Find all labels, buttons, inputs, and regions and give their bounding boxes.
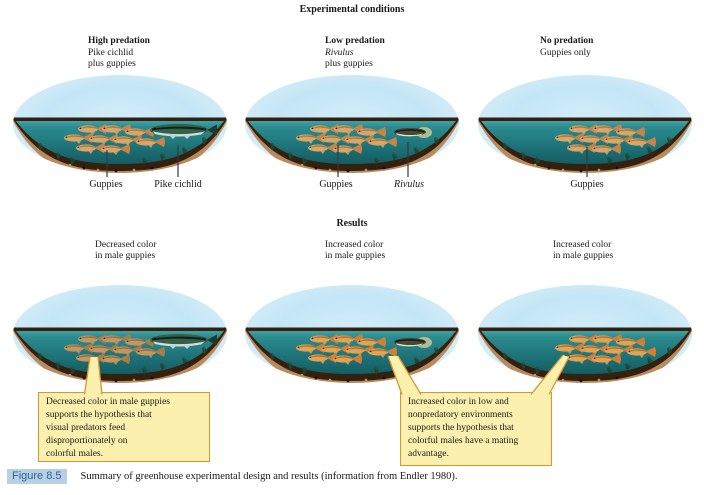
figure-caption-text: Summary of greenhouse experimental desig… <box>80 471 458 482</box>
pond-illustration <box>478 75 692 173</box>
panel-header-line: No predation <box>540 36 594 46</box>
result-caption-line: Increased color <box>325 240 384 250</box>
pond-illustration <box>245 75 459 173</box>
callout-line: nonpredatory environments <box>408 410 513 420</box>
pond-high-predation <box>12 74 228 180</box>
pond-no-predation <box>477 74 693 180</box>
pond-illustration <box>13 75 227 173</box>
result-caption-line: in male guppies <box>325 251 386 261</box>
result-caption-line: in male guppies <box>95 251 156 261</box>
callout-increased-color: Increased color in low and nonpredatory e… <box>400 392 552 466</box>
fish-label-guppies: Guppies <box>89 179 123 190</box>
panel-header-line: plus guppies <box>325 59 373 69</box>
callout-line: Decreased color in male guppies <box>46 397 170 407</box>
callout-line: Increased color in low and <box>408 397 509 407</box>
pond-result-high-predation <box>12 284 228 390</box>
callout-line: colorful males have a mating <box>408 436 519 446</box>
pond-result-no-predation <box>477 284 693 390</box>
fish-label-rivulus: Rivulus <box>394 179 424 190</box>
results-title: Results <box>336 218 368 229</box>
callout-line: visual predators feed <box>46 423 126 433</box>
callout-line: disproportionately on <box>46 436 128 446</box>
pond-illustration <box>245 285 459 383</box>
conditions-title: Experimental conditions <box>299 4 405 15</box>
result-caption-line: Increased color <box>553 240 612 250</box>
callout-line: colorful males. <box>46 449 103 459</box>
pond-low-predation <box>244 74 460 180</box>
fish-label-guppies: Guppies <box>319 179 353 190</box>
pond-illustration <box>13 285 227 383</box>
figure-number-badge[interactable]: Figure 8.5 <box>7 469 67 484</box>
result-caption-line: in male guppies <box>553 251 614 261</box>
result-caption-line: Decreased color <box>95 240 157 250</box>
fish-label-guppies: Guppies <box>570 179 604 190</box>
callout-line: supports the hypothesis that <box>408 423 514 433</box>
panel-header-line: Rivulus <box>325 47 354 58</box>
pond-result-low-predation <box>244 284 460 390</box>
pond-illustration <box>478 285 692 383</box>
panel-header-line: High predation <box>88 36 150 46</box>
figure-caption: Figure 8.5 Summary of greenhouse experime… <box>7 469 697 484</box>
callout-decreased-color: Decreased color in male guppies supports … <box>38 392 210 462</box>
callout-line: advantage. <box>408 449 449 459</box>
callout-line: supports the hypothesis that <box>46 410 152 420</box>
panel-header-line: Guppies only <box>540 47 591 58</box>
fish-label-pike-cichlid: Pike cichlid <box>154 179 202 190</box>
panel-header-line: plus guppies <box>88 59 136 69</box>
panel-header-line: Pike cichlid <box>88 47 134 58</box>
panel-header-line: Low predation <box>325 36 385 46</box>
